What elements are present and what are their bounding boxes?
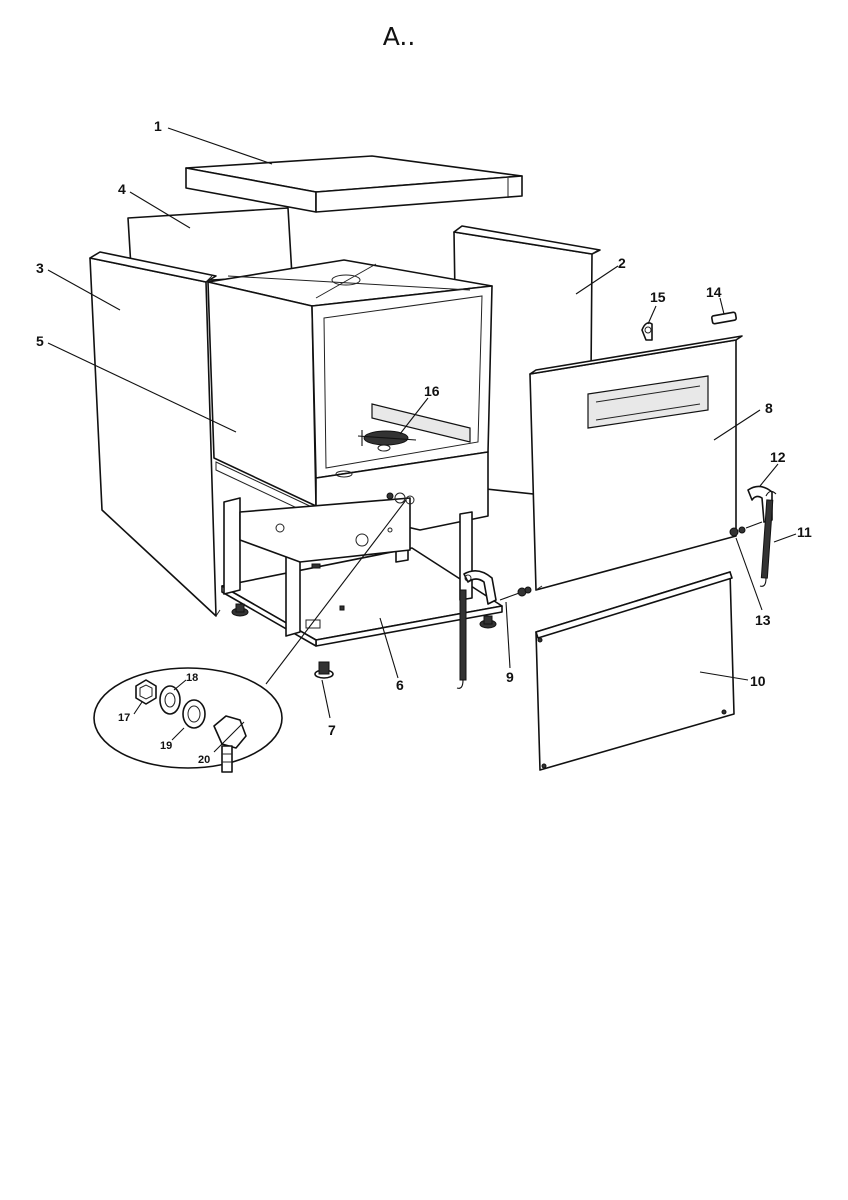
left-side-panel-part-3 [89,251,221,617]
part-label-1: 1 [154,118,162,134]
feet-part-7 [231,603,497,679]
hinge-pin-part-9 [499,586,532,601]
part-label-3: 3 [36,260,44,276]
part-label-11: 11 [797,524,812,540]
page-title: A.. [382,22,416,51]
part-label-19: 19 [160,740,172,752]
part-label-9: 9 [506,669,514,685]
part-label-18: 18 [186,672,198,684]
wash-tank-part-5 [207,259,493,531]
clip-part-15 [641,322,653,341]
part-label-4: 4 [118,181,126,197]
bracket-part-14 [711,311,737,325]
leader-lines [47,127,797,753]
lower-wash-arm-part-16 [357,430,417,446]
part-label-2: 2 [618,255,626,271]
door-part-8 [529,335,743,591]
fitting-detail-callout [93,499,407,773]
part-label-13: 13 [755,612,771,628]
washers-part-13 [729,521,763,537]
part-label-6: 6 [396,677,404,693]
top-cover-part-1 [185,155,523,213]
part-label-8: 8 [765,400,773,416]
base-frame-part-6 [221,492,503,647]
part-label-20: 20 [198,754,210,766]
part-label-16: 16 [424,383,440,399]
part-label-15: 15 [650,289,666,305]
part-label-17: 17 [118,712,130,724]
part-label-7: 7 [328,722,336,738]
kick-plate-part-10 [535,571,735,771]
part-labels: 1 2 3 4 5 6 7 8 9 10 11 12 13 14 15 16 1… [36,118,812,766]
part-label-5: 5 [36,333,44,349]
part-label-12: 12 [770,449,786,465]
door-spring-left [456,570,497,689]
part-label-10: 10 [750,673,766,689]
part-label-14: 14 [706,284,722,300]
door-spring-part-11 [759,490,777,587]
